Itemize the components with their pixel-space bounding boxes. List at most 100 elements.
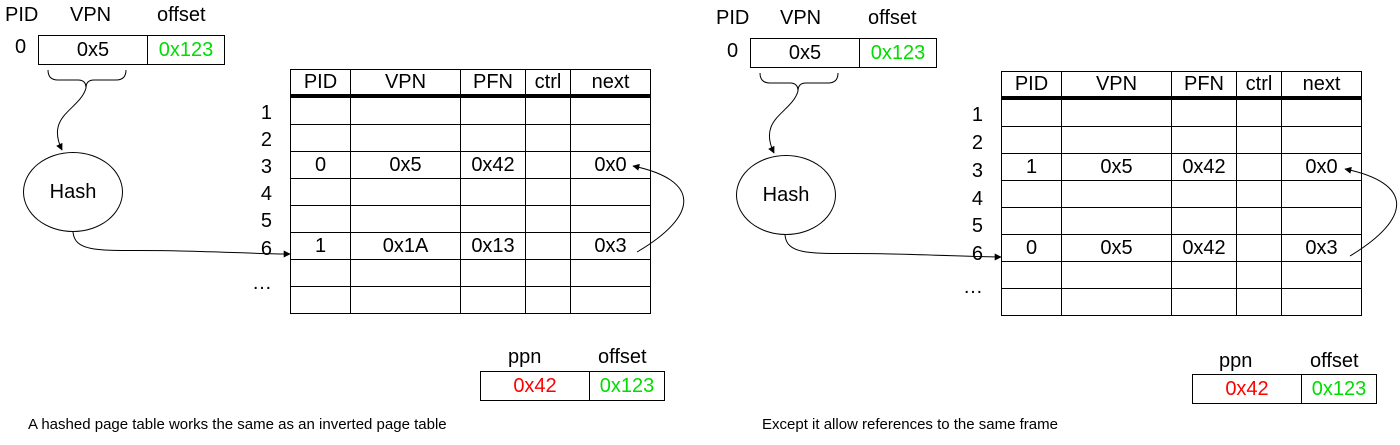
- table-row: [290, 205, 651, 233]
- cell: 0x1A: [350, 232, 461, 260]
- cell: [1236, 126, 1282, 154]
- row-number: 6: [971, 243, 983, 265]
- cell: [1236, 180, 1282, 208]
- va-header-offset: offset: [157, 4, 206, 26]
- pa-header-offset: offset: [598, 346, 647, 368]
- table-header-next: next: [1281, 71, 1362, 100]
- cell: [1171, 97, 1237, 127]
- cell: [570, 178, 651, 206]
- table-row: [1001, 126, 1362, 154]
- row-number: 4: [971, 188, 983, 210]
- left-caption: A hashed page table works the same as an…: [28, 416, 447, 433]
- table-header-ctrl: ctrl: [1236, 71, 1282, 100]
- row-number: 6: [260, 238, 272, 260]
- cell: [1281, 180, 1362, 208]
- cell: [1236, 288, 1282, 316]
- cell: [1001, 97, 1062, 127]
- cell: [290, 259, 351, 287]
- cell: [350, 95, 461, 125]
- row-number: 5: [260, 210, 272, 232]
- va-pid-value: 0: [727, 40, 739, 62]
- row-number: 2: [971, 132, 983, 154]
- cell: 0x5: [1061, 153, 1172, 181]
- cell: [525, 95, 571, 125]
- cell: 0x5: [350, 151, 461, 179]
- cell: [460, 205, 526, 233]
- cell: [1236, 97, 1282, 127]
- cell: 0: [290, 151, 351, 179]
- cell: [1171, 261, 1237, 289]
- cell: [1001, 261, 1062, 289]
- table-header-ctrl: ctrl: [525, 69, 571, 98]
- cell: [570, 205, 651, 233]
- cell: [460, 95, 526, 125]
- table-row: [290, 178, 651, 206]
- cell: [1281, 97, 1362, 127]
- cell: [1171, 207, 1237, 235]
- row-number: …: [252, 272, 272, 294]
- va-header-vpn: VPN: [780, 7, 822, 29]
- cell: 0x42: [460, 151, 526, 179]
- cell: [350, 259, 461, 287]
- cell: 1: [290, 232, 351, 260]
- va-offset-box: 0x123: [859, 38, 937, 68]
- cell: [1061, 261, 1172, 289]
- cell: [290, 205, 351, 233]
- table-row: [1001, 180, 1362, 208]
- cell: [350, 205, 461, 233]
- va-pid-value: 0: [15, 36, 27, 58]
- cell: [290, 286, 351, 314]
- cell: [570, 95, 651, 125]
- pa-offset-box: 0x123: [589, 371, 665, 401]
- brace-to-hash-arrow: [768, 90, 799, 154]
- va-header-pid: PID: [716, 7, 750, 29]
- cell: [1061, 180, 1172, 208]
- cell: 0x0: [1281, 153, 1362, 181]
- right-caption: Except it allow references to the same f…: [762, 416, 1058, 433]
- cell: [290, 124, 351, 152]
- row-number: 4: [260, 183, 272, 205]
- cell: [460, 124, 526, 152]
- row-number: 1: [971, 104, 983, 126]
- va-header-vpn: VPN: [70, 4, 112, 26]
- va-offset-box: 0x123: [147, 35, 225, 65]
- cell: [1001, 180, 1062, 208]
- table-header-next: next: [570, 69, 651, 98]
- cell: [1281, 126, 1362, 154]
- brace-to-hash-arrow: [56, 87, 87, 151]
- cell: [350, 286, 461, 314]
- cell: [1171, 126, 1237, 154]
- pa-ppn-box: 0x42: [1192, 374, 1302, 404]
- cell: [1236, 234, 1282, 262]
- table-header-pfn: PFN: [1171, 71, 1237, 100]
- pa-header-ppn: ppn: [1219, 350, 1253, 372]
- pa-ppn-box: 0x42: [480, 371, 590, 401]
- cell: 0x5: [1061, 234, 1172, 262]
- table-header-pid: PID: [1001, 71, 1062, 100]
- row-number: 3: [971, 160, 983, 182]
- pa-header-ppn: ppn: [508, 346, 542, 368]
- row-number: 3: [260, 156, 272, 178]
- row-number: 5: [971, 215, 983, 237]
- cell: [1171, 288, 1237, 316]
- cell: [1281, 207, 1362, 235]
- cell: 0x42: [1171, 234, 1237, 262]
- table-row: [290, 124, 651, 152]
- cell: 1: [1001, 153, 1062, 181]
- cell: [290, 95, 351, 125]
- cell: [1281, 288, 1362, 316]
- cell: [1001, 207, 1062, 235]
- cell: [570, 286, 651, 314]
- table-row: [290, 286, 651, 314]
- cell: [460, 178, 526, 206]
- cell: [1236, 207, 1282, 235]
- pa-offset-box: 0x123: [1301, 374, 1377, 404]
- table-row: [1001, 288, 1362, 316]
- cell: [1236, 261, 1282, 289]
- table-header-pfn: PFN: [460, 69, 526, 98]
- cell: [350, 124, 461, 152]
